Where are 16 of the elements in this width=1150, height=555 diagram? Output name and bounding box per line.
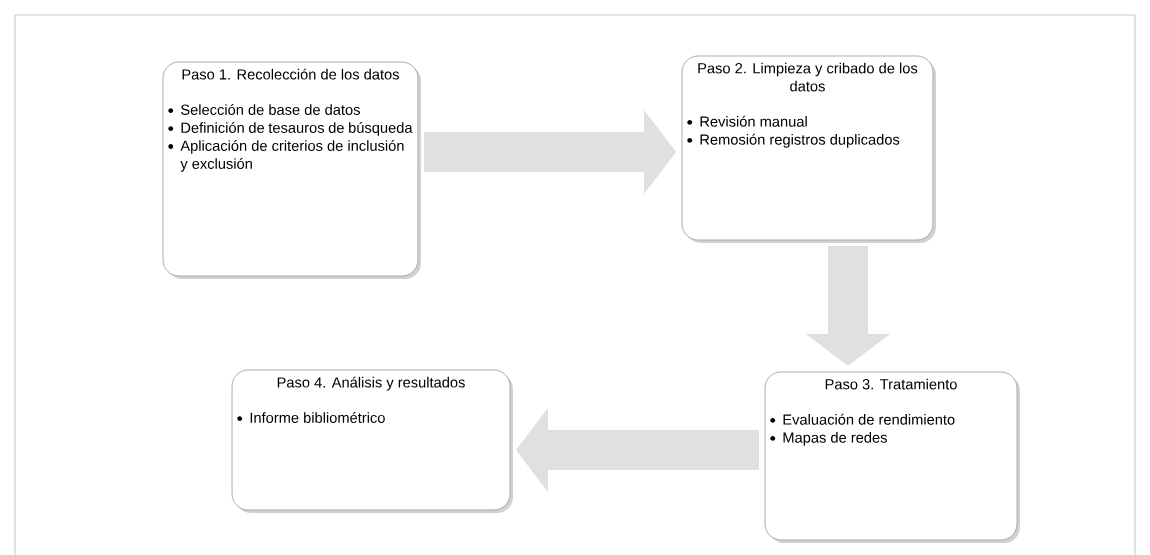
bullet-item: Selección de base de datos	[181, 104, 360, 115]
bullet-item: Mapas de redes	[783, 432, 887, 446]
process-box	[681, 55, 936, 243]
bullet-item: Informe bibliométrico	[250, 412, 385, 423]
process-box	[764, 371, 1020, 543]
bullet-item: Definición de tesauros de búsqueda	[181, 122, 413, 136]
step-title: Paso 3. Tratamiento	[825, 378, 957, 390]
step-title: Paso 2. Limpieza y cribado de los datos	[698, 62, 918, 92]
bullet-item: Remosión registros duplicados	[700, 133, 900, 148]
bullet-item: Evaluación de rendimiento	[783, 413, 955, 425]
bullet-item: Aplicación de criterios de inclusión y exclusión	[180, 140, 404, 172]
process-box	[162, 61, 421, 279]
step-title: Paso 1. Recolección de los datos	[182, 68, 399, 80]
step-title: Paso 4. Análisis y resultados	[277, 376, 465, 391]
bullet-item: Revisión manual	[700, 115, 807, 127]
process-box	[231, 369, 513, 513]
